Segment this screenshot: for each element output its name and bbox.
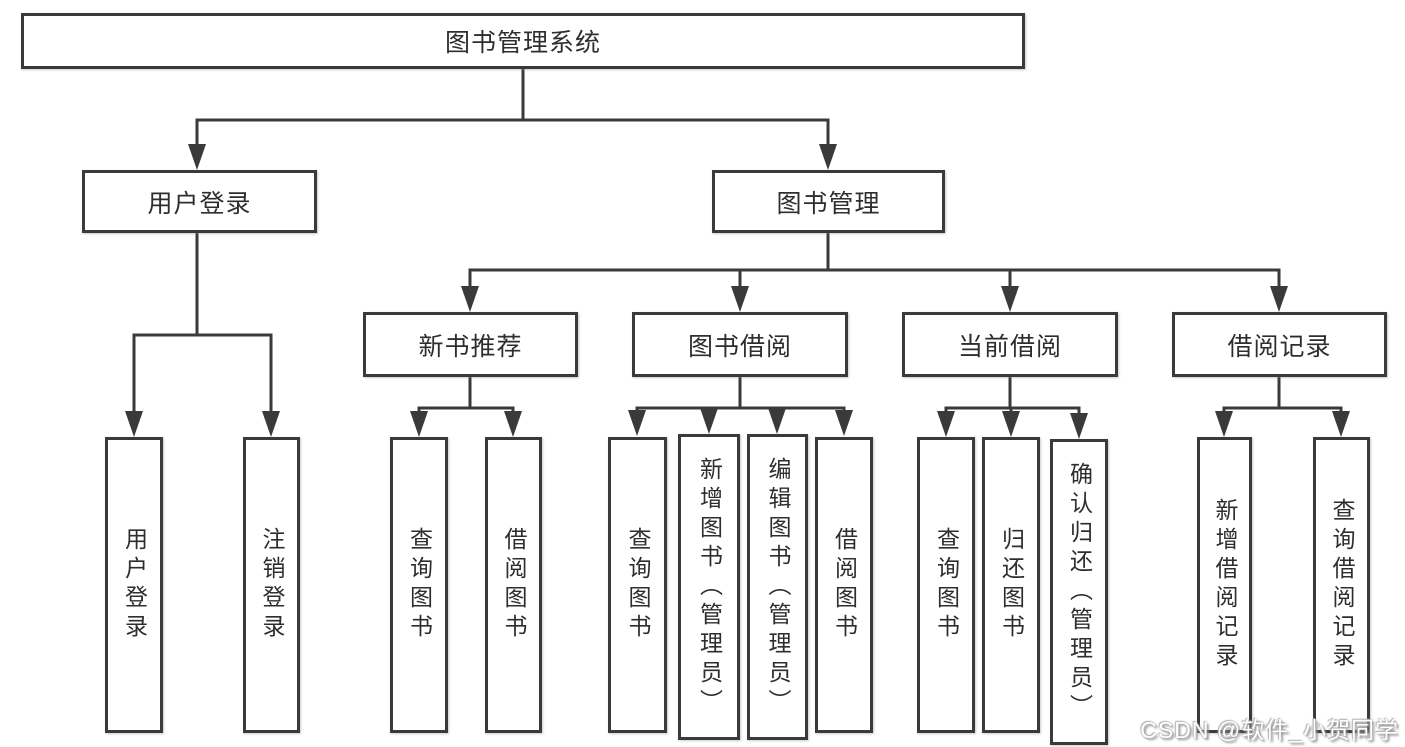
node-label: 查询图书: [406, 527, 433, 643]
node-label: 新书推荐: [418, 332, 523, 361]
node-label: 借阅记录: [1227, 332, 1332, 361]
node-edit-books-admin: 编辑图书（管理员）: [747, 434, 808, 740]
node-label: 编辑图书（管理员）: [765, 456, 791, 718]
node-label: 查询图书: [933, 527, 960, 643]
node-return-books: 归还图书: [982, 437, 1040, 733]
node-user-login: 用户登录: [82, 170, 317, 233]
node-recommend-borrow-books: 借阅图书: [485, 437, 542, 733]
node-borrow-books: 借阅图书: [815, 437, 873, 733]
node-label: 用户登录: [121, 527, 148, 643]
node-book-management: 图书管理: [712, 170, 945, 233]
node-label: 图书管理系统: [444, 29, 601, 57]
node-label: 借阅图书: [501, 527, 527, 643]
node-add-books-admin: 新增图书（管理员）: [678, 434, 740, 740]
node-current-borrowing: 当前借阅: [902, 312, 1118, 377]
node-label: 新增借阅记录: [1212, 498, 1238, 672]
node-label: 注销登录: [259, 527, 285, 643]
node-label: 用户登录: [147, 189, 252, 218]
node-borrowing-query-books: 查询图书: [608, 437, 667, 733]
node-label: 当前借阅: [957, 332, 1062, 361]
node-book-borrowing: 图书借阅: [632, 312, 848, 377]
node-label: 查询借阅记录: [1329, 498, 1355, 672]
node-label: 确认归还（管理员）: [1066, 461, 1093, 723]
node-confirm-return-admin: 确认归还（管理员）: [1050, 439, 1108, 745]
node-current-query-books: 查询图书: [917, 437, 975, 733]
watermark-text: CSDN @软件_小贺同学: [1140, 717, 1399, 743]
node-borrowing-records: 借阅记录: [1172, 312, 1387, 377]
node-label: 借阅图书: [831, 527, 858, 643]
node-library-system: 图书管理系统: [21, 13, 1025, 69]
node-label: 查询图书: [625, 527, 651, 643]
node-logout: 注销登录: [243, 437, 300, 733]
node-label: 归还图书: [998, 527, 1025, 643]
node-label: 图书管理: [776, 189, 881, 218]
node-label: 新增图书（管理员）: [696, 456, 723, 718]
node-new-book-recommend: 新书推荐: [363, 312, 578, 377]
node-user-login-leaf: 用户登录: [105, 437, 163, 733]
node-add-borrow-record: 新增借阅记录: [1197, 437, 1252, 733]
node-label: 图书借阅: [687, 332, 792, 361]
node-recommend-query-books: 查询图书: [390, 437, 448, 733]
node-query-borrow-record: 查询借阅记录: [1313, 437, 1370, 733]
